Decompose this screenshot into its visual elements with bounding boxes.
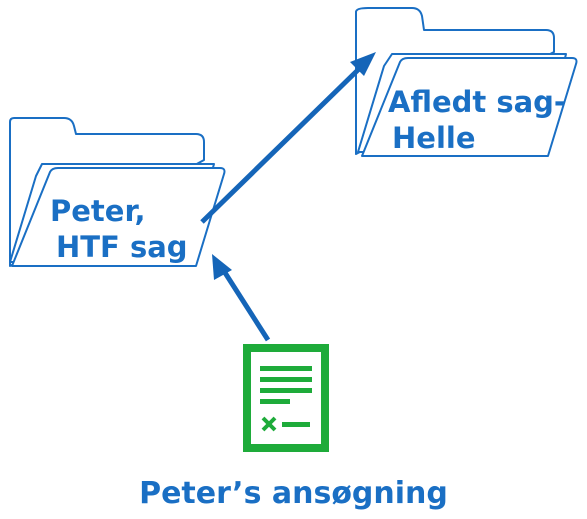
folder-helle-front [361,57,578,157]
folder-helle-label-line2: Helle [392,121,476,155]
document-page [251,352,321,444]
document-caption: Peter’s ansøgning [139,476,448,511]
signature-cross-icon [261,416,277,432]
folder-peter-label-line1: Peter, [50,194,146,228]
folder-helle-label-line1: Afledt sag- [388,85,566,119]
document-text-line [260,388,312,393]
document-text-line [260,366,312,371]
signature-line [282,422,310,427]
document-text-line [260,399,290,404]
folder-peter-front [11,167,226,267]
folder-icon-peter[interactable] [9,117,226,267]
arrow-peter-to-helle [200,52,376,224]
application-document-icon[interactable] [243,344,329,452]
folder-peter-label-line2: HTF sag [56,230,188,264]
document-text-line [260,377,312,382]
arrow-document-to-peter [212,254,271,342]
folder-icon-helle[interactable] [355,7,578,157]
